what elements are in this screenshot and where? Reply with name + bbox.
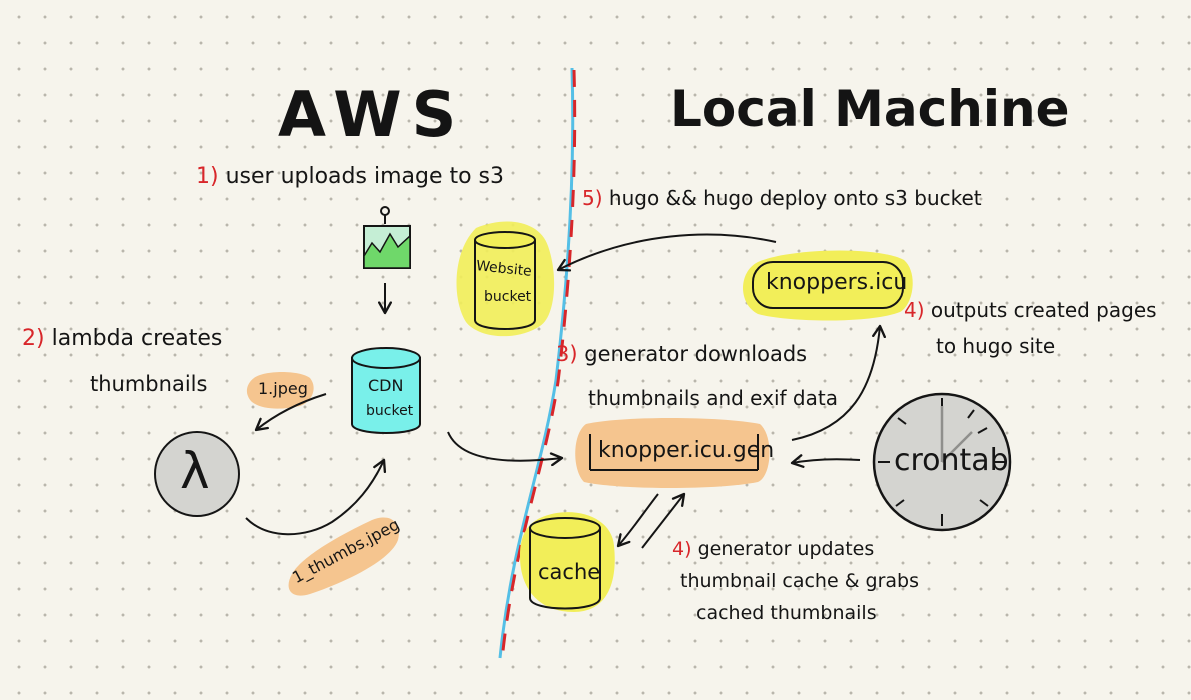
knoppers-site	[743, 250, 913, 321]
step-5-number: 5)	[582, 186, 603, 210]
arrow-lambda-to-cdn	[245, 458, 387, 536]
generator-label: knopper.icu.gen	[598, 438, 775, 463]
arrow-generator-to-knoppers	[791, 324, 886, 441]
arrow-knoppers-to-website	[556, 233, 777, 272]
step-3-line-2: thumbnails and exif data	[588, 386, 838, 410]
arrow-cache-to-generator	[641, 492, 686, 549]
crontab-label: crontab	[894, 443, 1009, 478]
image-icon	[363, 206, 411, 269]
step-4b-line-2: thumbnail cache & grabs	[680, 570, 920, 592]
jpeg-tag-blob	[246, 372, 314, 409]
knoppers-label: knoppers.icu	[766, 270, 908, 295]
arrow-cdn-to-lambda	[254, 393, 327, 432]
step-4a-line-2: to hugo site	[936, 334, 1056, 358]
step-3-line-1: generator downloads	[584, 342, 808, 366]
step-4b-line-3: cached thumbnails	[696, 602, 877, 624]
step-4b-number: 4)	[672, 538, 692, 560]
step-4a-number: 4)	[904, 298, 925, 322]
step-4a-line-1: outputs created pages	[930, 298, 1157, 322]
step-2-number: 2)	[22, 326, 45, 351]
lambda-function	[154, 431, 240, 517]
step-2-line-2: thumbnails	[90, 372, 208, 396]
crontab-clock	[872, 392, 1012, 532]
step-1-label: 1) user uploads image to s3	[196, 166, 504, 188]
lambda-symbol: λ	[180, 442, 210, 500]
arrow-crontab-to-generator	[790, 454, 861, 468]
cdn-bucket-label-1: CDN	[368, 376, 404, 395]
website-bucket-label-2-visible: bucket	[484, 289, 532, 305]
step-2-line-1: lambda creates	[51, 326, 223, 351]
arrow-cdn-to-generator	[447, 431, 564, 467]
thumbs-tag-blob	[288, 517, 399, 596]
step-3-number: 3)	[556, 342, 578, 366]
cache-store	[520, 512, 615, 612]
cdn-bucket-label-2: bucket	[366, 403, 414, 419]
divider-red	[500, 69, 577, 661]
step-4b-line-1: generator updates	[697, 538, 875, 560]
jpeg-tag-label: 1.jpeg	[258, 379, 308, 398]
step-3-label: 3) generator downloads	[556, 344, 807, 365]
local-machine-section-title: Local Machine	[670, 80, 1070, 138]
step-5-text: hugo && hugo deploy onto s3 bucket	[608, 186, 982, 210]
step-1-number: 1)	[196, 164, 219, 189]
step-2-label: 2) lambda creates	[22, 328, 222, 350]
website-bucket	[456, 221, 555, 337]
step-1-text: user uploads image to s3	[225, 164, 505, 189]
step-4a-label: 4) outputs created pages	[904, 300, 1157, 320]
step-5-label: 5) hugo && hugo deploy onto s3 bucket	[582, 188, 982, 208]
cdn-bucket	[351, 347, 421, 434]
arrow-generator-to-cache	[616, 493, 659, 548]
step-4b-label: 4) generator updates	[672, 540, 874, 559]
generator	[575, 418, 770, 488]
divider-blue	[498, 67, 575, 659]
aws-section-title: AWS	[278, 78, 467, 151]
cache-label: cache	[538, 560, 601, 584]
